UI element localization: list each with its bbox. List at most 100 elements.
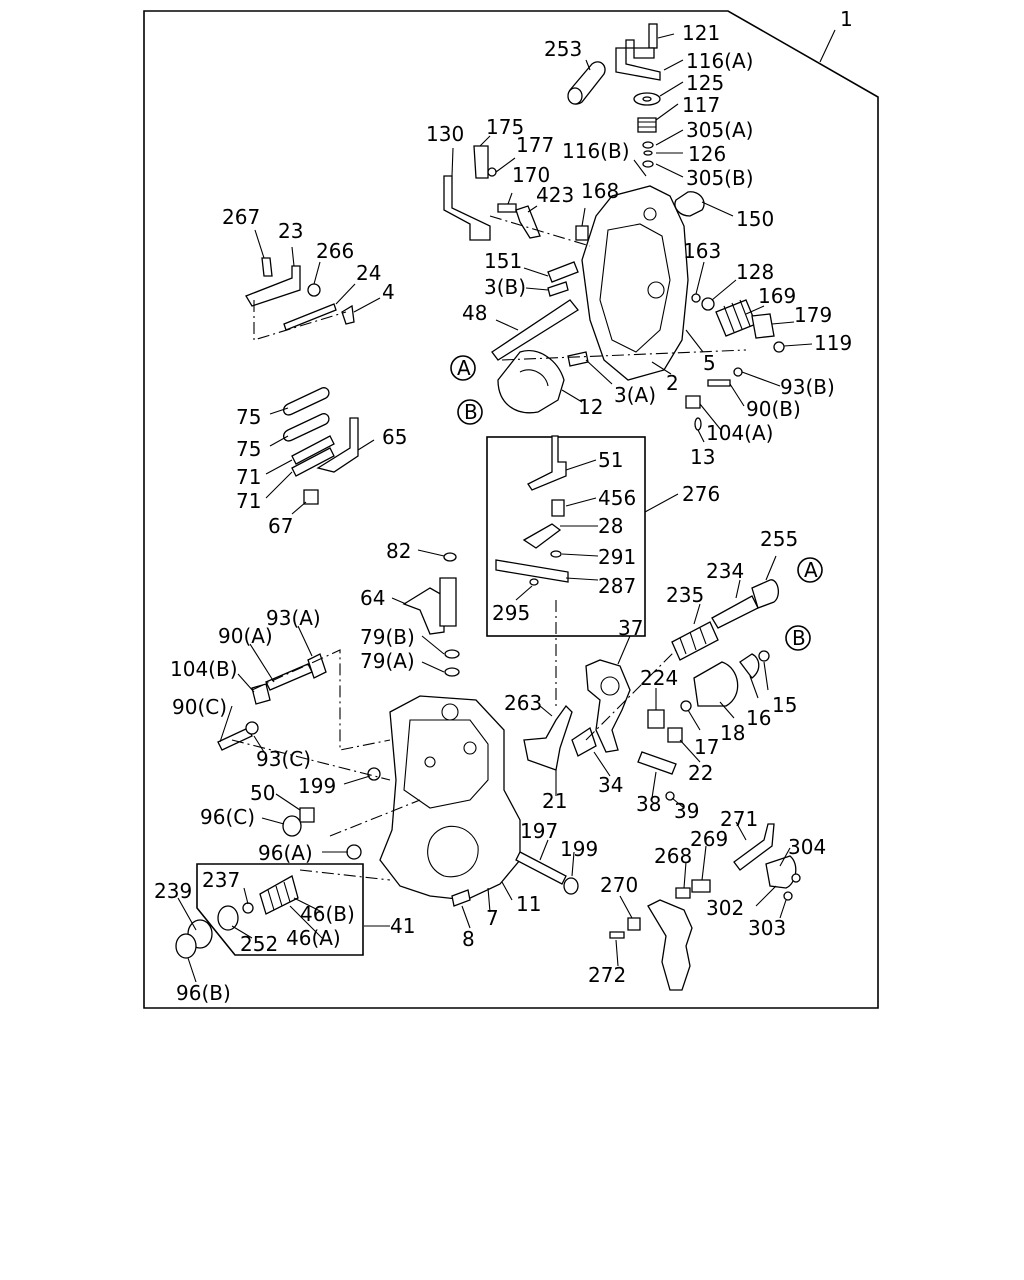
callout-label: 38 <box>636 792 661 816</box>
callout-label: 93(C) <box>256 747 311 771</box>
callout-label: 116(B) <box>562 139 630 163</box>
callout-label: 179 <box>794 303 832 327</box>
callout-label: 239 <box>154 879 192 903</box>
callout-label: 65 <box>382 425 407 449</box>
callout-label: 104(A) <box>706 421 773 445</box>
callout-label: 11 <box>516 892 541 916</box>
callout-label: 93(B) <box>780 375 835 399</box>
callout-label: 235 <box>666 583 704 607</box>
callout-label: 302 <box>706 896 744 920</box>
callout-label: 237 <box>202 868 240 892</box>
callout-label: 67 <box>268 514 293 538</box>
callout-label: 21 <box>542 789 567 813</box>
callout-label: 39 <box>674 799 699 823</box>
callout-label: 96(A) <box>258 841 313 865</box>
callout-label: 79(B) <box>360 625 415 649</box>
callout-label: 117 <box>682 93 720 117</box>
callout-label: 15 <box>772 693 797 717</box>
callout-label: 16 <box>746 706 771 730</box>
callout-label: 46(B) <box>300 902 355 926</box>
right-side-parts <box>523 579 801 991</box>
callout-label: 90(B) <box>746 397 801 421</box>
callout-label: 170 <box>512 163 550 187</box>
callout-label: 169 <box>758 284 796 308</box>
callout-label: 90(C) <box>172 695 227 719</box>
callout-label: 177 <box>516 133 554 157</box>
callout-label: 82 <box>386 539 411 563</box>
leader-lines <box>177 29 836 983</box>
callout-label: 34 <box>598 773 623 797</box>
callout-label: 41 <box>390 914 415 938</box>
callout-label: 456 <box>598 486 636 510</box>
callout-label: 291 <box>598 545 636 569</box>
callout-label: 119 <box>814 331 852 355</box>
callout-label: 423 <box>536 183 574 207</box>
callout-label: 130 <box>426 122 464 146</box>
marker-a-upper: A <box>457 356 471 380</box>
callout-label: 128 <box>736 260 774 284</box>
callout-label: 197 <box>520 819 558 843</box>
callout-label: 13 <box>690 445 715 469</box>
callout-label: 224 <box>640 666 678 690</box>
subassembly-41-box <box>196 863 364 956</box>
callout-label: 304 <box>788 835 826 859</box>
callout-label: 252 <box>240 932 278 956</box>
callout-label: 276 <box>682 482 720 506</box>
callout-label: 64 <box>360 586 385 610</box>
callout-label: 267 <box>222 205 260 229</box>
guide-lines <box>231 215 747 881</box>
callout-label: 271 <box>720 807 758 831</box>
callout-label: 79(A) <box>360 649 415 673</box>
governor-body <box>217 552 579 907</box>
callout-label: 268 <box>654 844 692 868</box>
callout-label: 37 <box>618 616 643 640</box>
callout-label: 104(B) <box>170 657 238 681</box>
marker-b-upper: B <box>464 400 478 424</box>
callout-label: 18 <box>720 721 745 745</box>
callout-label: 199 <box>298 774 336 798</box>
callout-label: 75 <box>236 437 261 461</box>
subassembly-276-box <box>486 436 646 637</box>
callout-label: 28 <box>598 514 623 538</box>
callout-label: 22 <box>688 761 713 785</box>
callout-label: 2 <box>666 371 679 395</box>
callout-label: 151 <box>484 249 522 273</box>
callout-label: 272 <box>588 963 626 987</box>
callout-label: 48 <box>462 301 487 325</box>
callout-label: 12 <box>578 395 603 419</box>
callout-label: 175 <box>486 115 524 139</box>
callout-label: 5 <box>703 351 716 375</box>
callout-label: 269 <box>690 827 728 851</box>
subassembly-276-parts <box>495 435 569 586</box>
callout-label: 71 <box>236 489 261 513</box>
callout-label: 50 <box>250 781 275 805</box>
callout-label: 17 <box>694 735 719 759</box>
callout-labels: 121 116(A) 253 125 117 305(A) 116(B) 126… <box>154 7 853 1005</box>
callout-label: 305(A) <box>686 118 753 142</box>
callout-label: 8 <box>462 927 475 951</box>
callout-label: 96(C) <box>200 805 255 829</box>
callout-label: 4 <box>382 280 395 304</box>
callout-label: 93(A) <box>266 606 321 630</box>
marker-a-right: A <box>804 558 818 582</box>
callout-label: 96(B) <box>176 981 231 1005</box>
callout-label: 253 <box>544 37 582 61</box>
callout-label: 163 <box>683 239 721 263</box>
callout-label: 287 <box>598 574 636 598</box>
callout-label: 126 <box>688 142 726 166</box>
callout-label: 3(B) <box>484 275 526 299</box>
governor-cover-assembly <box>443 23 785 431</box>
callout-label: 150 <box>736 207 774 231</box>
assembly-frame <box>143 10 879 1009</box>
callout-label: 270 <box>600 873 638 897</box>
circle-markers: A B A B <box>450 355 823 651</box>
callout-label: 121 <box>682 21 720 45</box>
callout-label: 234 <box>706 559 744 583</box>
callout-label: 303 <box>748 916 786 940</box>
callout-label: 7 <box>486 906 499 930</box>
callout-label: 24 <box>356 261 381 285</box>
callout-label: 116(A) <box>686 49 753 73</box>
callout-label: 266 <box>316 239 354 263</box>
left-linkage-parts <box>245 257 359 505</box>
